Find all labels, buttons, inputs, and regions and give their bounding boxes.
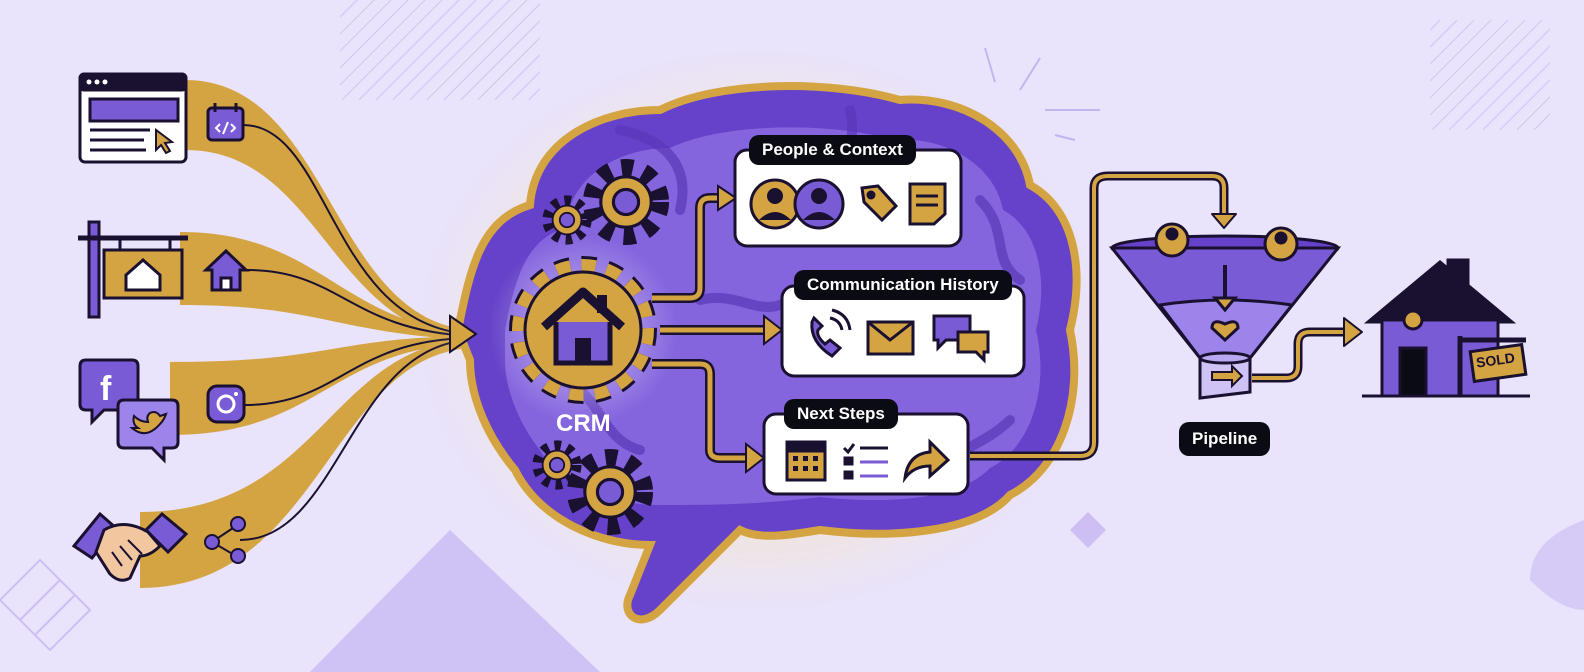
funnel-to-house-arrow	[1252, 317, 1363, 383]
twitter-icon	[116, 398, 180, 464]
communication-history-title: Communication History	[794, 270, 1012, 300]
handshake-icon	[71, 511, 189, 582]
pipeline-connector	[970, 171, 1237, 461]
instagram-icon	[206, 384, 246, 424]
crm-home-gear-icon	[488, 235, 678, 425]
crm-label: CRM	[556, 410, 611, 437]
checklist-icon	[842, 443, 888, 480]
communication-history-card	[780, 284, 1026, 378]
phone-icon	[810, 308, 852, 358]
people-context-card	[733, 148, 963, 248]
note-icon	[908, 182, 947, 226]
people-context-title: People & Context	[749, 135, 916, 165]
browser-window-icon	[78, 72, 188, 164]
sold-house-icon	[1362, 258, 1530, 398]
code-calendar-icon	[206, 103, 245, 142]
forward-arrow-icon	[902, 438, 951, 484]
for-sale-sign-icon	[78, 220, 188, 319]
funnel-icon	[1108, 222, 1342, 400]
chat-bubbles-icon	[932, 314, 990, 364]
person-avatar-icon	[749, 178, 845, 230]
next-steps-card	[762, 412, 970, 496]
arrowheads	[449, 184, 784, 475]
tag-icon	[860, 184, 899, 223]
crm-arrows-fill	[652, 195, 768, 461]
calendar-icon	[785, 440, 827, 482]
network-nodes-icon	[204, 516, 246, 564]
pipeline-label: Pipeline	[1179, 422, 1271, 456]
svg-text:f: f	[100, 370, 112, 408]
envelope-icon	[866, 320, 915, 356]
next-steps-title: Next Steps	[784, 399, 898, 429]
house-icon	[202, 248, 250, 292]
